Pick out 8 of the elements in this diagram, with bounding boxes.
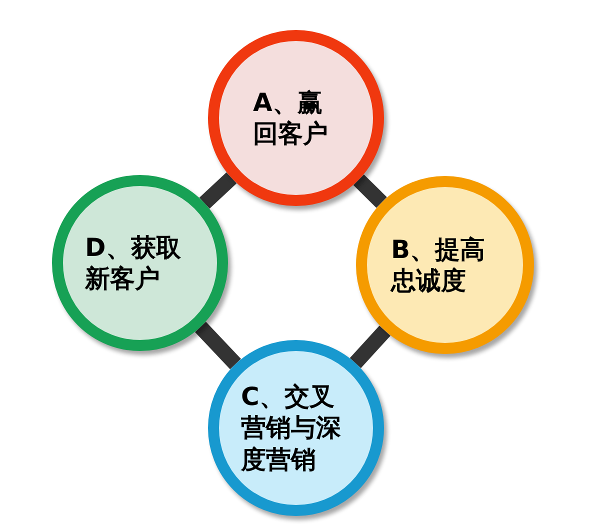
node-label: A、赢回客户 [253,86,329,150]
connector-line [350,326,390,368]
connector-line [195,322,241,370]
node-label: D、获取新客户 [85,232,182,294]
connector-line [199,172,237,209]
node-label: C、交叉营销与深度营销 [241,381,342,475]
node-label: B、提高忠诚度 [391,234,486,296]
connector-line [353,174,387,208]
